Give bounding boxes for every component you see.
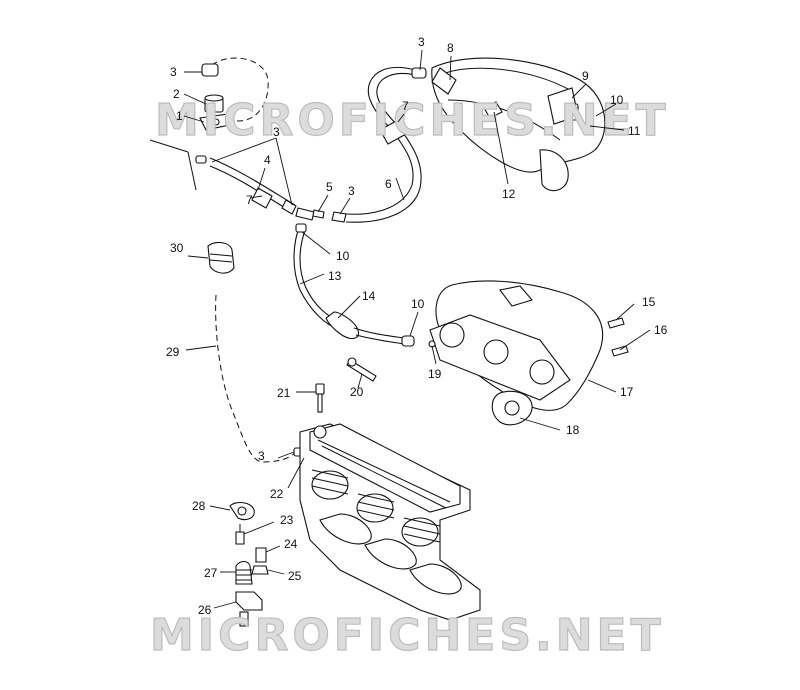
callout-8: 8 — [447, 41, 454, 55]
hose-system — [195, 66, 427, 347]
callout-2: 2 — [173, 87, 180, 101]
callout-10: 10 — [411, 297, 425, 311]
callout-13: 13 — [328, 269, 342, 283]
callout-10: 10 — [610, 93, 624, 107]
cylinder-block — [299, 423, 481, 621]
exhaust-pipe — [431, 57, 606, 192]
callout-30: 30 — [170, 241, 184, 255]
callout-12: 12 — [502, 187, 516, 201]
callout-4: 4 — [264, 153, 271, 167]
callout-3: 3 — [258, 449, 265, 463]
exhaust-manifold — [428, 280, 629, 426]
callout-14: 14 — [362, 289, 376, 303]
hose-29-30 — [207, 241, 305, 463]
callout-17: 17 — [620, 385, 634, 399]
callout-19: 19 — [428, 367, 442, 381]
callout-9: 9 — [582, 69, 589, 83]
sensor-assembly — [229, 501, 269, 627]
callout-27: 27 — [204, 566, 218, 580]
callout-3: 3 — [170, 65, 177, 79]
callout-15: 15 — [642, 295, 656, 309]
callout-3: 3 — [273, 125, 280, 139]
callout-25: 25 — [288, 569, 302, 583]
callout-5: 5 — [326, 180, 333, 194]
callout-6: 6 — [385, 177, 392, 191]
callout-1: 1 — [176, 109, 183, 123]
callout-16: 16 — [654, 323, 668, 337]
callout-10: 10 — [336, 249, 350, 263]
callouts: 3 2 1 3 4 7 5 3 6 7 3 8 9 10 11 12 30 10… — [166, 35, 668, 617]
callout-3: 3 — [348, 184, 355, 198]
callout-26: 26 — [198, 603, 212, 617]
callout-20: 20 — [350, 385, 364, 399]
callout-7: 7 — [402, 99, 409, 113]
callout-21: 21 — [277, 386, 291, 400]
watermark-top: MICROFICHES.NET — [155, 95, 670, 146]
callout-29: 29 — [166, 345, 180, 359]
callout-3: 3 — [418, 35, 425, 49]
leader-lines — [183, 49, 651, 609]
watermark-bottom: MICROFICHES.NET — [150, 610, 665, 661]
callout-18: 18 — [566, 423, 580, 437]
callout-7: 7 — [246, 193, 253, 207]
callout-28: 28 — [192, 499, 206, 513]
callout-23: 23 — [280, 513, 294, 527]
fitting-cluster — [149, 57, 269, 191]
callout-11: 11 — [628, 124, 641, 138]
callout-22: 22 — [270, 487, 284, 501]
callout-24: 24 — [284, 537, 298, 551]
